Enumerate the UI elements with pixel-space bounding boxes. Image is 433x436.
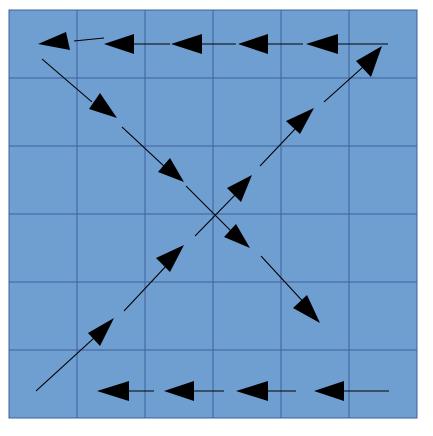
arrow-segment — [194, 193, 237, 237]
arrowhead-icon — [238, 34, 268, 54]
arrowhead-icon — [38, 32, 70, 50]
arrowhead-icon — [227, 175, 252, 202]
arrowhead-icon — [171, 34, 202, 54]
arrowhead-icon — [158, 158, 184, 182]
arrowhead-icon — [236, 381, 268, 401]
grid-lines — [9, 10, 417, 418]
arrowhead-icon — [224, 224, 250, 248]
arrowhead-icon — [156, 245, 184, 272]
arrowheads — [38, 32, 382, 401]
arrow-segment — [73, 37, 105, 42]
arrowhead-icon — [356, 46, 382, 77]
arrow-segment — [41, 58, 93, 103]
arrowhead-icon — [314, 381, 344, 401]
arrow-segment — [185, 185, 233, 233]
arrowhead-icon — [286, 108, 314, 134]
arrowhead-icon — [89, 93, 117, 118]
arrow-segment — [123, 264, 168, 312]
arrow-segment — [259, 127, 297, 167]
arrow-segments — [35, 37, 389, 392]
arrowhead-icon — [104, 34, 134, 54]
arrowhead-icon — [293, 295, 320, 323]
arrowhead-icon — [306, 34, 338, 54]
arrow-segment — [35, 337, 95, 392]
arrowhead-icon — [164, 381, 194, 401]
arrowhead-icon — [97, 381, 129, 401]
grid-border — [8, 9, 418, 419]
arrow-segment — [260, 255, 309, 308]
arrow-segment — [121, 126, 167, 169]
arrowhead-icon — [88, 318, 114, 346]
